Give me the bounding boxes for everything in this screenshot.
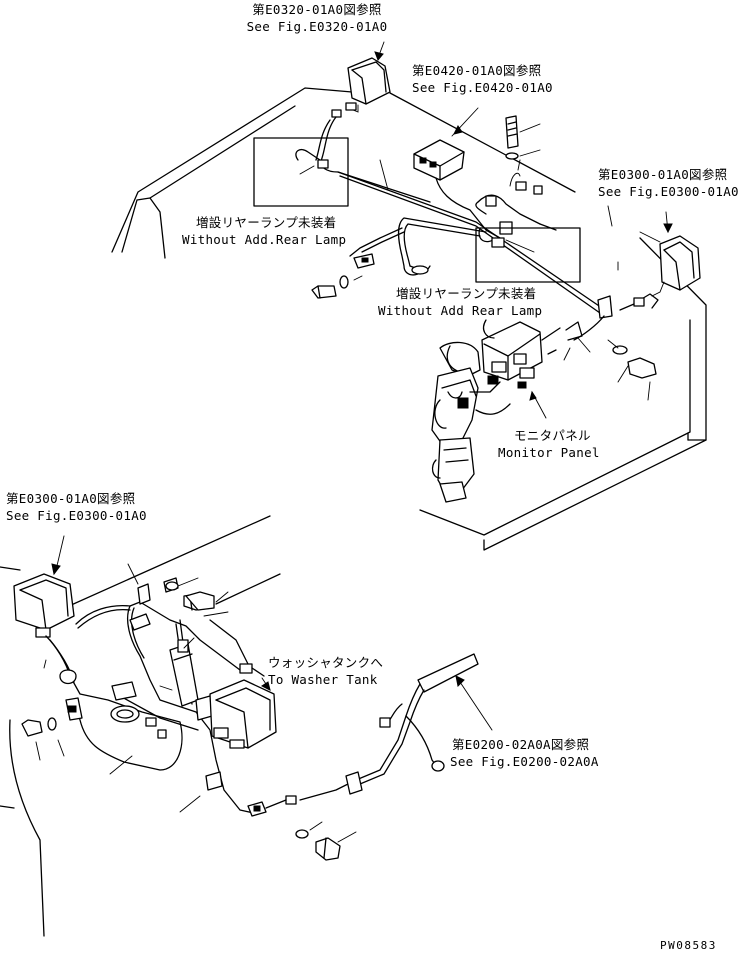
mid-ref-label-en: See Fig.E0420-01A0 [412, 80, 553, 95]
bolt-top [505, 115, 541, 160]
monitor-panel-assembly [431, 319, 561, 503]
monitor-panel-label-jp: モニタパネル [514, 428, 591, 443]
lamp-wire-loop [349, 217, 487, 276]
rear-lamp-left-bottom [13, 535, 75, 638]
mid-ref-label-jp: 第E0420-01A0図参照 [412, 63, 542, 78]
connector-in-box [295, 148, 329, 175]
leader-lines-top [374, 41, 661, 243]
bottom-ref-label-jp: 第E0200-02A0A図参照 [452, 737, 590, 752]
monitor-panel-label-en: Monitor Panel [498, 445, 600, 460]
clip-in-box [491, 237, 535, 253]
top-ref-label-en: See Fig.E0320-01A0 [246, 19, 388, 34]
connector-cluster-middle [475, 159, 557, 243]
bottom-ref-label-en: See Fig.E0200-02A0A [450, 754, 599, 769]
rear-lamp-top [331, 57, 391, 118]
washer-tank-label-jp: ウォッシャタンクへ [268, 655, 384, 670]
rear-lamp-note-1-jp: 増設リヤーランプ未装着 [196, 215, 337, 230]
washer-hose [251, 667, 271, 691]
callout-box-right [475, 227, 581, 283]
frame-outline-bottom [0, 515, 281, 937]
top-ref-label-jp: 第E0320-01A0図参照 [252, 2, 382, 17]
clamp-near-monitor [547, 261, 657, 401]
right-ref-label-en: See Fig.E0300-01A0 [598, 184, 739, 199]
rear-lamp-note-2-jp: 増設リヤーランプ未装着 [396, 286, 537, 301]
harness-bottom-right [299, 653, 493, 801]
bolt-bottom-right [109, 685, 357, 861]
harness-top [315, 116, 606, 314]
rear-lamp-note-2-en: Without Add Rear Lamp [378, 303, 543, 318]
cab-roof-outline [111, 87, 707, 551]
bolt-bottom-upper [127, 563, 229, 649]
drawing-code: PW08583 [660, 939, 717, 952]
left-ref-label-en: See Fig.E0300-01A0 [6, 508, 147, 523]
right-ref-label-jp: 第E0300-01A0図参照 [598, 167, 728, 182]
rear-lamp-right [619, 211, 701, 311]
left-ref-label-jp: 第E0300-01A0図参照 [6, 491, 136, 506]
callout-box-left [253, 137, 349, 207]
washer-tank-label-en: To Washer Tank [268, 672, 378, 687]
relay-box [413, 107, 501, 239]
bolt-left-middle [311, 275, 363, 299]
rear-lamp-note-1-en: Without Add.Rear Lamp [182, 232, 347, 247]
bolt-bottom-left [21, 659, 65, 761]
work-lamp-bottom [209, 679, 277, 749]
